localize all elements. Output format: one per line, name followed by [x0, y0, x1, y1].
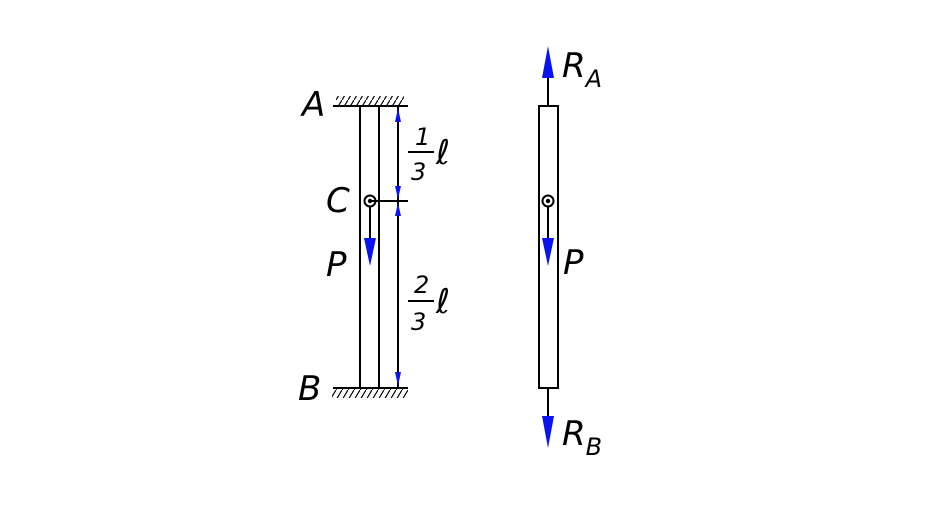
reaction-arrow-rb	[542, 388, 554, 448]
bottom-fixed-support	[332, 387, 408, 398]
load-point-c	[363, 194, 377, 266]
dimension-label-bottom: 2 3 ℓ	[408, 271, 450, 336]
load-point-right	[541, 194, 555, 266]
dim-arrow-top	[395, 108, 401, 122]
label-b: B	[298, 369, 321, 409]
load-arrow-p	[364, 238, 376, 266]
label-rb: RB	[562, 414, 602, 461]
svg-text:3: 3	[411, 308, 426, 336]
right-figure: RA RB P	[538, 46, 602, 461]
left-figure: A C P B 1 3 ℓ 2 3 ℓ	[298, 85, 450, 409]
dimension-line	[370, 106, 408, 388]
svg-text:1: 1	[415, 123, 430, 151]
dim-arrow-bottom	[395, 372, 401, 386]
label-a: A	[300, 85, 325, 125]
label-p-left: P	[326, 245, 347, 285]
left-bar	[359, 106, 380, 388]
reaction-arrow-ra	[542, 46, 554, 106]
top-fixed-support	[333, 96, 408, 107]
label-c: C	[326, 181, 350, 221]
svg-text:2: 2	[414, 271, 429, 299]
dim-arrow-mid-upper	[395, 186, 401, 199]
svg-text:ℓ: ℓ	[435, 133, 450, 173]
svg-text:3: 3	[411, 158, 426, 186]
label-p-right: P	[563, 243, 584, 283]
load-arrow-p-right	[542, 238, 554, 266]
label-ra: RA	[562, 46, 602, 93]
dimension-label-top: 1 3 ℓ	[408, 123, 450, 186]
svg-text:ℓ: ℓ	[435, 282, 450, 322]
dim-arrow-mid-lower	[395, 203, 401, 216]
